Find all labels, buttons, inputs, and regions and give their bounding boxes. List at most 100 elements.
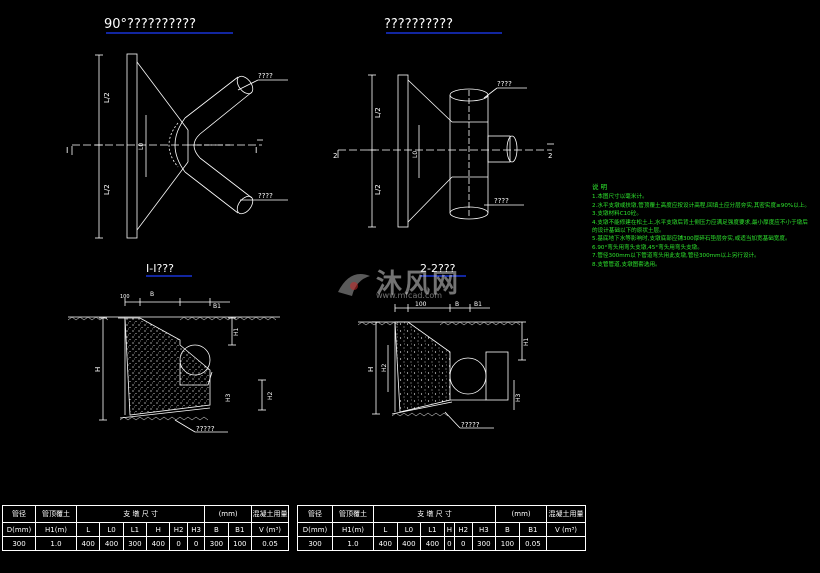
table-cell: 0 — [454, 536, 473, 551]
left-plan-view: 90°?????????? I I L/2 L/2 L0 ???? — [66, 17, 288, 239]
note-item: 6.90°弯头用弯头支墩,45°弯头用弯头支墩。 — [592, 244, 703, 251]
right-plan-view: ?????????? 2 2 L/2 L/2 L0 ???? ???? — [333, 17, 554, 228]
dim-l0-left: L0 — [138, 143, 145, 150]
th-cover: 管顶覆土 — [332, 505, 374, 523]
th-col: L0 — [396, 522, 422, 537]
right-section-view: 2-2??? 100 B B1 H H2 H1 H3 ????? — [357, 262, 530, 429]
left-dim-h2: H2 — [267, 391, 274, 400]
dim-half-bottom: L/2 — [103, 184, 111, 195]
th-cover-unit: H1(m) — [35, 522, 77, 537]
left-dim-h1: H1 — [233, 327, 240, 336]
note-item: 2.水平支墩或扶墩,管顶覆土高度应按设计高程,回填土应分层夯实,其密实度≥90%… — [592, 202, 810, 209]
right-dim-h3: H3 — [515, 393, 522, 402]
left-dim-b1: B1 — [213, 303, 221, 310]
th-col: B — [495, 522, 520, 537]
cut-mark-left: I — [66, 146, 68, 155]
spec-table-left: 管径 管顶覆土 支 墩 尺 寸 (mm) 混凝土用量 D(mm) H1(m) L… — [2, 505, 289, 551]
table-cell: 0 — [169, 536, 188, 551]
th-col: B1 — [518, 522, 548, 537]
right-plan-title: ?????????? — [384, 17, 453, 32]
th-dims: 支 墩 尺 寸 — [75, 505, 206, 523]
table-cell: 0.05 — [518, 536, 548, 551]
th-col: L1 — [122, 522, 148, 537]
table-cell: 400 — [75, 536, 101, 551]
left-dim-h: H — [94, 367, 102, 372]
table-cell — [546, 536, 586, 551]
th-col: L — [75, 522, 101, 537]
table-cell: 100 — [227, 536, 253, 551]
th-col: H2 — [454, 522, 473, 537]
note-item: 5.基底地下水等影响时,支墩底部应铺300厚碎石垫层夯实,或适当加宽基础宽度。 — [592, 236, 791, 243]
th-dia: 管径 — [297, 505, 333, 523]
left-dim-h3: H3 — [225, 393, 232, 402]
th-dims-unit: (mm) — [495, 505, 547, 523]
watermark-brand: 沐风网 — [376, 269, 461, 299]
left-dim-100: 100 — [120, 294, 130, 300]
th-col: L — [373, 522, 398, 537]
table-cell: 400 — [373, 536, 398, 551]
table-cell: 400 — [146, 536, 171, 551]
table-cell: 0 — [443, 536, 456, 551]
th-vol-unit: V (m³) — [546, 522, 586, 537]
table-cell: 1.0 — [35, 536, 77, 551]
th-cover-unit: H1(m) — [332, 522, 374, 537]
table-cell: 400 — [99, 536, 124, 551]
th-col: H3 — [471, 522, 497, 537]
right-section-callout: ????? — [461, 421, 480, 429]
left-callout-bottom: ???? — [258, 192, 273, 200]
right-callout-top: ???? — [497, 80, 512, 88]
th-col: L0 — [99, 522, 124, 537]
right-dim-h1: H1 — [523, 337, 530, 346]
dim-half-top-r: L/2 — [374, 107, 382, 118]
th-col: B — [204, 522, 229, 537]
right-dim-100: 100 — [415, 301, 427, 308]
th-col: H3 — [186, 522, 206, 537]
left-plan-title: 90°?????????? — [104, 17, 196, 32]
left-callout-top: ???? — [258, 72, 273, 80]
notes-panel: 说 明 1.本图尺寸以毫米计。 2.水平支墩或扶墩,管顶覆土高度应按设计高程,回… — [592, 183, 818, 269]
th-dia-unit: D(mm) — [297, 522, 333, 537]
cut-mark-2-right: 2 — [548, 152, 552, 160]
th-dia: 管径 — [2, 505, 36, 523]
watermark-logo-icon — [338, 274, 370, 296]
watermark-url: www.mfcad.com — [376, 291, 443, 300]
table-cell: 100 — [495, 536, 520, 551]
right-callout-bottom: ???? — [494, 197, 509, 205]
th-vol: 混凝土用量 — [546, 505, 586, 523]
note-item: 4.支墩不能修建在松土上,水平支墩后背土侧压力应满足强度要求,最小厚度应不小于墩… — [592, 219, 808, 226]
table-cell: 0.05 — [251, 536, 289, 551]
right-dim-b: B — [455, 301, 459, 308]
note-item: 的设计基础以下的原状土层。 — [592, 228, 665, 235]
spec-table-right: 管径 管顶覆土 支 墩 尺 寸 (mm) 混凝土用量 D(mm) H1(m) L… — [297, 505, 586, 551]
right-dim-h2: H2 — [381, 363, 388, 372]
table-cell: 400 — [396, 536, 422, 551]
cut-mark-right: I — [255, 146, 257, 155]
right-section-title: 2-2??? — [420, 262, 456, 275]
notes-title: 说 明 — [592, 183, 608, 191]
note-item: 8.支管管道,支墩图套选用。 — [592, 261, 661, 268]
left-section-view: I-I??? B B1 100 H H1 H2 H3 ????? — [67, 262, 280, 433]
right-dim-b1: B1 — [474, 301, 482, 308]
dim-l0-right: L0 — [412, 151, 419, 158]
note-item: 3.支墩材料C10砼。 — [592, 211, 642, 218]
th-dia-unit: D(mm) — [2, 522, 36, 537]
note-item: 7.管径300mm以下管道弯头用此支墩,管径300mm以上另行设计。 — [592, 253, 760, 260]
th-dims-unit: (mm) — [204, 505, 252, 523]
left-section-title: I-I??? — [146, 262, 174, 275]
th-dims: 支 墩 尺 寸 — [372, 505, 497, 523]
th-col: B1 — [227, 522, 253, 537]
left-section-callout: ????? — [196, 425, 215, 433]
th-col: H2 — [169, 522, 188, 537]
th-col: H — [146, 522, 171, 537]
note-item: 1.本图尺寸以毫米计。 — [592, 194, 648, 201]
th-col: L1 — [420, 522, 445, 537]
cut-mark-2-left: 2 — [333, 152, 337, 160]
table-cell: 300 — [297, 536, 333, 551]
table-cell: 300 — [2, 536, 36, 551]
th-vol: 混凝土用量 — [251, 505, 289, 523]
th-cover: 管顶覆土 — [35, 505, 77, 523]
right-dim-h: H — [367, 367, 375, 372]
table-cell: 1.0 — [332, 536, 374, 551]
th-vol-unit: V (m³) — [251, 522, 289, 537]
